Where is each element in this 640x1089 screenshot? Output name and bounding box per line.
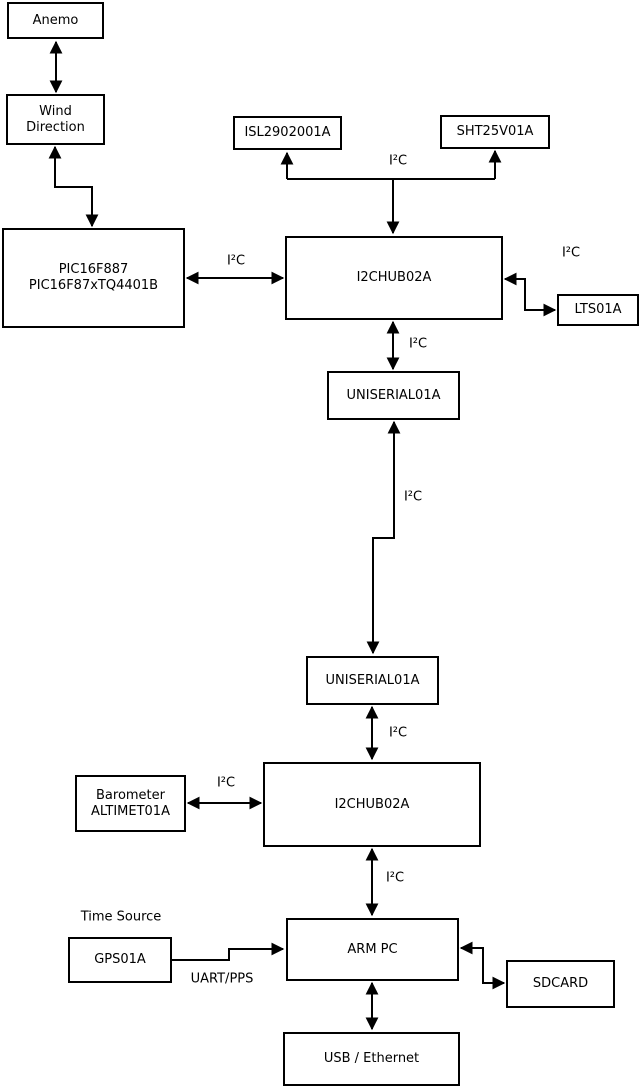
- connector-gps-armpc: [172, 942, 285, 961]
- node-uniserial01a-lower-label: UNISERIAL01A: [325, 672, 420, 688]
- node-wind-direction-label-line1: Wind: [39, 103, 72, 119]
- edge-label-uart-pps: UART/PPS: [190, 971, 254, 987]
- node-anemo-label: Anemo: [32, 12, 79, 28]
- node-uniserial01a-upper-label: UNISERIAL01A: [346, 387, 441, 403]
- node-uniserial01a-lower: UNISERIAL01A: [306, 656, 439, 705]
- connector-hub1-lts: [503, 272, 557, 317]
- node-sdcard: SDCARD: [506, 960, 615, 1008]
- node-uniserial01a-upper: UNISERIAL01A: [327, 371, 460, 420]
- node-arm-pc-label: ARM PC: [347, 941, 398, 957]
- node-i2chub02a-lower: I2CHUB02A: [263, 762, 481, 847]
- node-sht25v01a: SHT25V01A: [440, 115, 550, 149]
- node-sht25v01a-label: SHT25V01A: [456, 124, 534, 140]
- node-pic16f887-label-line2: PIC16F87xTQ4401B: [28, 278, 159, 293]
- connector-armpc-sdcard: [459, 941, 506, 990]
- node-usb-ethernet-label: USB / Ethernet: [323, 1051, 420, 1067]
- node-sdcard-label: SDCARD: [532, 976, 589, 992]
- node-pic16f887: PIC16F887 PIC16F87xTQ4401B: [2, 228, 185, 328]
- node-pic16f887-label-line1: PIC16F887: [58, 262, 129, 278]
- node-gps01a: GPS01A: [68, 937, 172, 983]
- connector-winddirection-pic: [48, 145, 99, 228]
- node-barometer-label-line2: ALTIMET01A: [91, 803, 170, 819]
- edge-label-i2c-hub2-armpc: I²C: [385, 870, 405, 886]
- node-i2chub02a-upper-label: I2CHUB02A: [356, 270, 432, 286]
- node-anemo: Anemo: [7, 2, 104, 39]
- edge-label-i2c-uniserial1-uniserial2: I²C: [403, 489, 423, 505]
- node-gps01a-label: GPS01A: [94, 952, 146, 968]
- node-isl2902001a: ISL2902001A: [233, 116, 342, 150]
- node-i2chub02a-upper: I2CHUB02A: [285, 236, 503, 320]
- node-arm-pc: ARM PC: [286, 918, 459, 981]
- edge-label-i2c-hub1-lts: I²C: [561, 245, 581, 261]
- node-wind-direction: Wind Direction: [6, 94, 105, 145]
- node-barometer-altimet01a: Barometer ALTIMET01A: [75, 775, 186, 832]
- node-lts01a-label: LTS01A: [574, 302, 622, 318]
- node-isl2902001a-label: ISL2902001A: [244, 125, 331, 141]
- edge-label-i2c-top-bus: I²C: [388, 153, 408, 169]
- edge-label-i2c-barometer-hub2: I²C: [216, 775, 236, 791]
- node-barometer-label-line1: Barometer: [96, 787, 165, 803]
- node-i2chub02a-lower-label: I2CHUB02A: [334, 796, 410, 812]
- edge-label-time-source: Time Source: [80, 909, 162, 925]
- edge-label-i2c-uniserial2-hub2: I²C: [388, 725, 408, 741]
- node-usb-ethernet: USB / Ethernet: [283, 1032, 460, 1086]
- edge-label-i2c-hub1-uniserial1: I²C: [408, 336, 428, 352]
- node-lts01a: LTS01A: [557, 294, 639, 326]
- connector-uniserial1-uniserial2: [366, 420, 401, 655]
- edge-label-i2c-pic-hub1: I²C: [226, 253, 246, 269]
- node-wind-direction-label-line2: Direction: [26, 119, 85, 135]
